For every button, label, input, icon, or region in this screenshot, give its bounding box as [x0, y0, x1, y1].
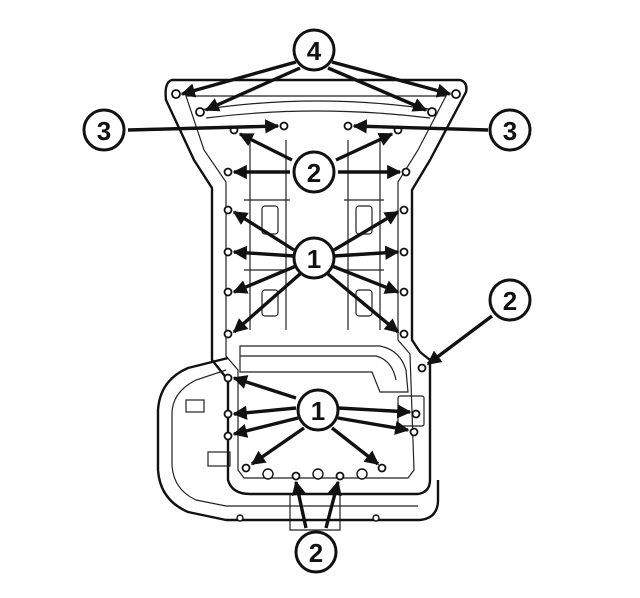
callout-1-upper: 1 [292, 236, 336, 280]
bolt-holes [171, 89, 461, 481]
svg-text:2: 2 [503, 286, 517, 316]
callout-2-bottom: 2 [294, 530, 338, 574]
leader-arrows [127, 60, 494, 529]
svg-text:2: 2 [307, 158, 321, 188]
svg-text:3: 3 [503, 116, 517, 146]
svg-text:4: 4 [307, 36, 322, 66]
svg-text:2: 2 [309, 538, 323, 568]
callout-4-top: 4 [292, 28, 336, 72]
callout-2-upper: 2 [292, 150, 336, 194]
svg-text:3: 3 [97, 116, 111, 146]
svg-text:1: 1 [311, 396, 325, 426]
callout-2-right: 2 [488, 278, 532, 322]
svg-text:1: 1 [307, 244, 321, 274]
oil-pan-outline [156, 78, 468, 531]
callout-3-right: 3 [488, 108, 532, 152]
callout-3-left: 3 [82, 108, 126, 152]
callout-1-lower: 1 [296, 388, 340, 432]
